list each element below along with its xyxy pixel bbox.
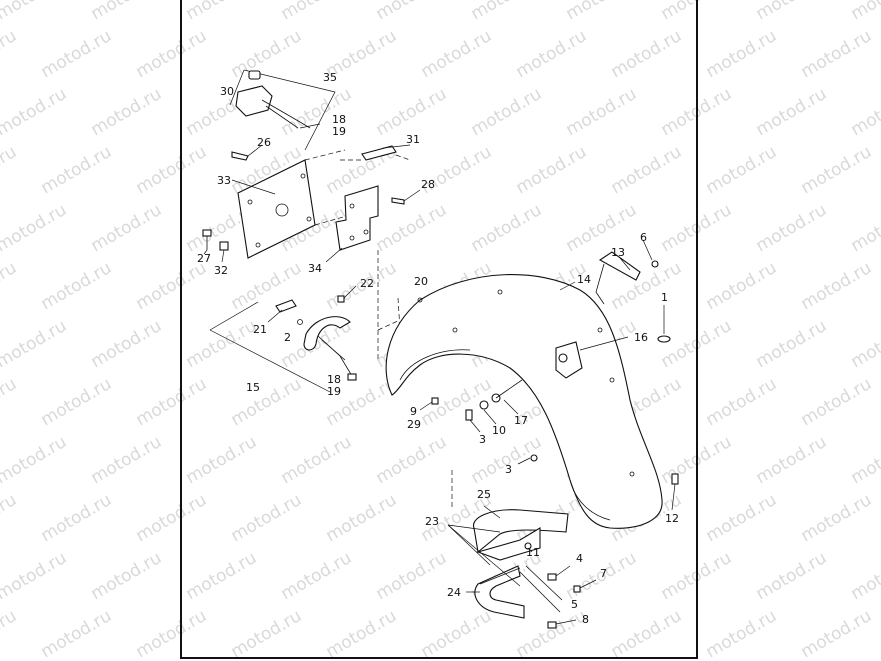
turn-signal-group [209, 285, 357, 393]
saddlebag-supports [447, 505, 597, 629]
part-21 [275, 299, 297, 313]
part-labels: 1 2 3 3 4 5 6 7 8 9 10 11 12 13 14 15 16… [197, 71, 679, 626]
label-16: 16 [634, 331, 648, 344]
label-23: 23 [425, 515, 439, 528]
part-31 [340, 144, 411, 161]
label-24: 24 [447, 586, 461, 599]
label-34: 34 [308, 262, 322, 275]
label-35: 35 [323, 71, 337, 84]
label-22: 22 [360, 277, 374, 290]
part-12 [671, 473, 679, 511]
label-4: 4 [576, 552, 583, 565]
label-3a: 3 [479, 433, 486, 446]
label-1: 1 [661, 291, 668, 304]
label-9: 9 [410, 405, 417, 418]
label-30: 30 [220, 85, 234, 98]
label-18b: 18 [327, 373, 341, 386]
label-17: 17 [514, 414, 528, 427]
label-21: 21 [253, 323, 267, 336]
label-20: 20 [414, 275, 428, 288]
bolt-26 [231, 151, 249, 161]
label-28: 28 [421, 178, 435, 191]
label-32: 32 [214, 264, 228, 277]
label-19a: 19 [332, 125, 346, 138]
label-10: 10 [492, 424, 506, 437]
turn-signal-bracket [303, 316, 351, 351]
label-14: 14 [577, 273, 591, 286]
label-25: 25 [477, 488, 491, 501]
label-3b: 3 [505, 463, 512, 476]
license-lamp-group [229, 69, 336, 151]
support-25 [473, 509, 569, 554]
bolt-28 [391, 197, 405, 205]
part-22 [337, 295, 345, 303]
label-27: 27 [197, 252, 211, 265]
lamp-lens-30 [248, 70, 261, 80]
label-5: 5 [571, 598, 578, 611]
support-24 [474, 565, 525, 619]
label-18a: 18 [332, 113, 346, 126]
label-6: 6 [640, 231, 647, 244]
label-7: 7 [600, 567, 607, 580]
bracket-34 [325, 185, 421, 263]
diagram-frame [180, 0, 698, 659]
label-19b: 19 [327, 385, 341, 398]
label-12: 12 [665, 512, 679, 525]
label-8: 8 [582, 613, 589, 626]
label-13: 13 [611, 246, 625, 259]
label-11: 11 [526, 546, 540, 559]
label-29: 29 [407, 418, 421, 431]
mount-bolts [419, 379, 538, 465]
lamp-housing [235, 85, 273, 117]
label-15: 15 [246, 381, 260, 394]
rear-fender-14 [385, 274, 663, 529]
license-bracket-33 [231, 144, 351, 259]
label-33: 33 [217, 174, 231, 187]
label-26: 26 [257, 136, 271, 149]
label-31: 31 [406, 133, 420, 146]
parts-13-6-1 [595, 239, 671, 343]
part-16 [555, 341, 583, 379]
bolts-27-32 [202, 229, 229, 263]
label-2: 2 [284, 331, 291, 344]
